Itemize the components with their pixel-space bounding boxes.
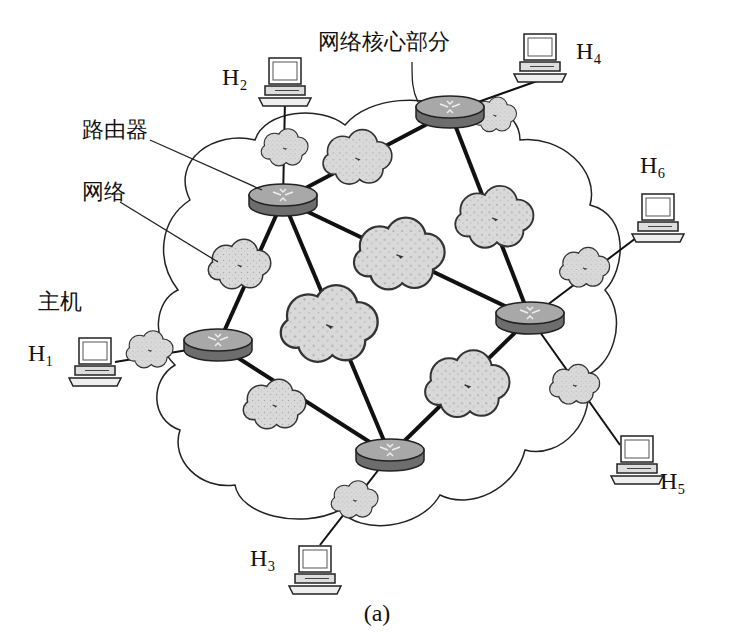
host-name: H₃ (250, 545, 276, 571)
host-name: H₄ (576, 38, 602, 64)
host-name: H₁ (28, 340, 54, 366)
host-label: 主机 (38, 290, 82, 314)
caption: (a) (364, 600, 391, 626)
core-label: 网络核心部分 (318, 30, 450, 54)
host-name: H₅ (660, 468, 686, 494)
router-label: 路由器 (82, 118, 148, 142)
network-label: 网络 (82, 180, 126, 204)
host-name: H₆ (640, 152, 666, 178)
host-name: H₂ (222, 64, 248, 90)
